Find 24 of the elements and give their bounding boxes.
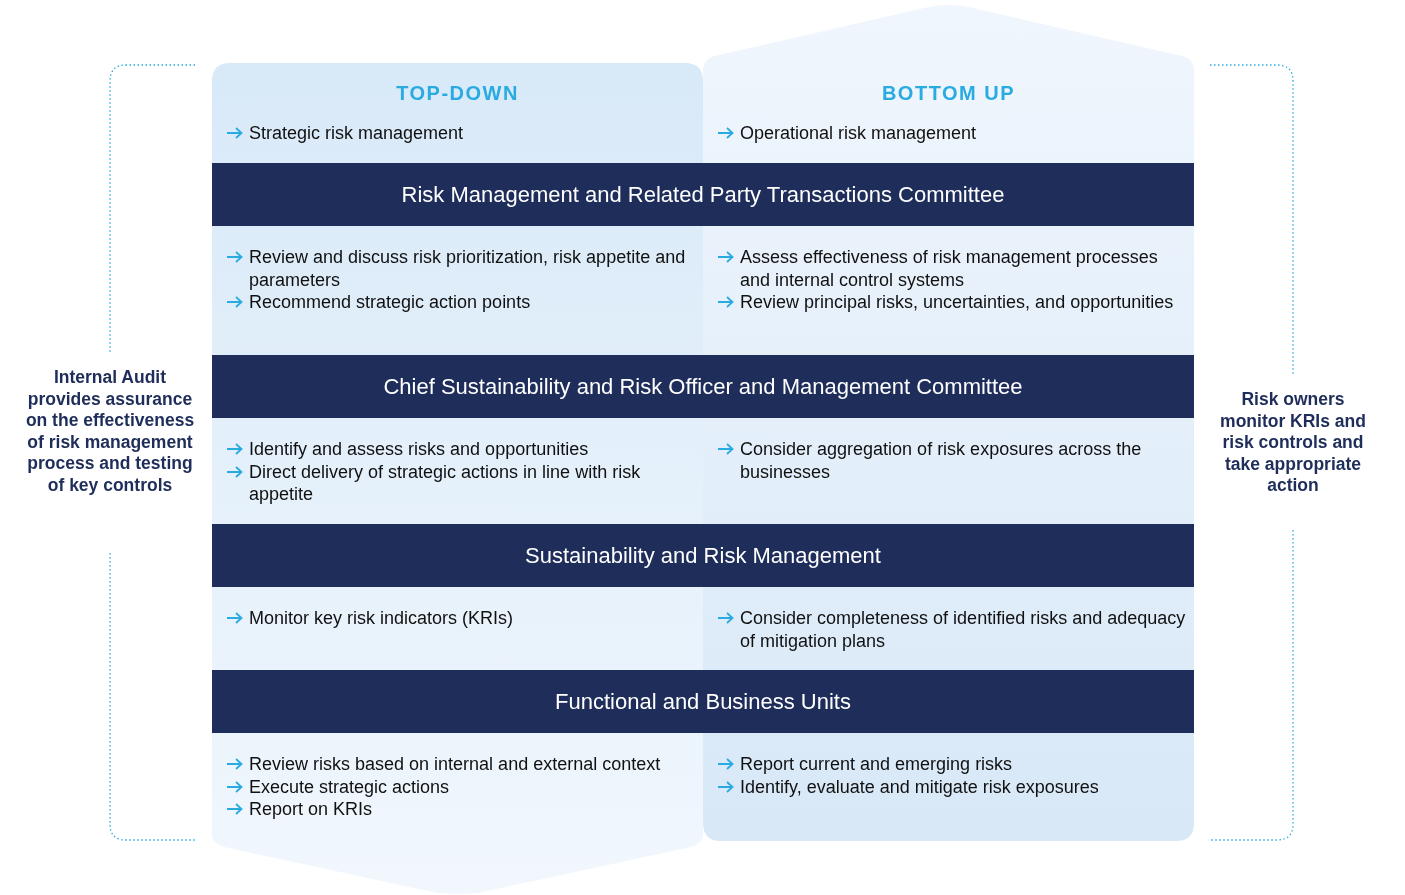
bullet-text: Strategic risk management	[249, 122, 464, 145]
bullet-text: Review risks based on internal and external context	[249, 753, 661, 776]
bullet-text: Review principal risks, uncertainties, and opportunities	[740, 291, 1174, 314]
bullet-text: Report on KRIs	[249, 798, 373, 821]
column-heading: BOTTOM UP	[880, 82, 1017, 105]
bullet-text: Direct delivery of strategic actions in line with risk appetite	[249, 460, 642, 506]
committee-band: Chief Sustainability and Risk Officer and Management Committee	[212, 355, 1194, 418]
bullet-text: Assess effectiveness of risk management processes and internal control systems	[740, 246, 1159, 292]
bullet-text: Report current and emerging risks	[740, 753, 1013, 776]
bullet-text: Operational risk management	[740, 122, 977, 145]
bullet-text: Consider completeness of identified risks and adequacy of mitigation plans	[740, 607, 1187, 653]
bullet-text: Review and discuss risk prioritization, risk appetite and parameters	[249, 246, 687, 292]
bullet-text: Identify and assess risks and opportunities	[249, 438, 589, 461]
bullet-text: Consider aggregation of risk exposures across the businesses	[740, 438, 1143, 484]
side-note: Risk owners monitor KRIs and risk controls and take appropriate action	[1219, 389, 1367, 497]
bullet-text: Identify, evaluate and mitigate risk exposures	[740, 775, 1099, 799]
committee-band: Functional and Business Units	[212, 670, 1194, 733]
column-heading: TOP-DOWN	[395, 82, 520, 105]
committee-band: Risk Management and Related Party Transactions Committee	[212, 163, 1194, 226]
bullet-text: Execute strategic actions	[249, 775, 450, 799]
side-note: Internal Audit provides assurance on the effectiveness of risk management process and testing of key controls	[24, 367, 196, 496]
committee-band: Sustainability and Risk Management	[212, 524, 1194, 587]
bullet-text: Monitor key risk indicators (KRIs)	[249, 607, 514, 630]
bullet-text: Recommend strategic action points	[249, 291, 531, 314]
